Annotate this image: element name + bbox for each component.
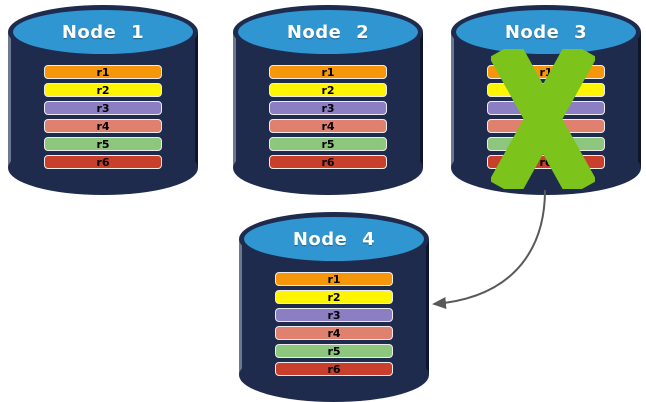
row-r5: r5 (269, 137, 387, 151)
row-r6: r6 (269, 155, 387, 169)
cylinder-top: Node 2 (233, 5, 423, 59)
row-r1: r1 (269, 65, 387, 79)
row-r3: r3 (44, 101, 162, 115)
row-stack: r1 r2 r3 r4 r5 r6 (275, 272, 393, 380)
row-label: r4 (327, 326, 341, 340)
row-r3: r3 (269, 101, 387, 115)
node-3-cylinder: Node 3 r1 r2 r3 r4 r5 r6 (451, 5, 641, 195)
row-r2: r2 (275, 290, 393, 304)
row-label: r5 (96, 137, 110, 151)
row-label: r2 (327, 290, 341, 304)
cylinder-top: Node 1 (8, 5, 198, 59)
node-label: Node 2 (286, 21, 370, 43)
row-r2: r2 (44, 83, 162, 97)
row-label: r6 (96, 155, 110, 169)
row-label: r6 (539, 155, 553, 169)
row-stack: r1 r2 r3 r4 r5 r6 (269, 65, 387, 173)
row-r4: r4 (44, 119, 162, 133)
node-label: Node 1 (61, 21, 145, 43)
row-label: r1 (321, 65, 335, 79)
failure-x-icon (491, 49, 595, 189)
cylinder-top: Node 4 (239, 212, 429, 266)
row-label: r2 (321, 83, 335, 97)
row-label: r6 (327, 362, 341, 376)
row-label: r3 (327, 308, 341, 322)
row-label: r2 (96, 83, 110, 97)
row-r4: r4 (269, 119, 387, 133)
row-label: r1 (96, 65, 110, 79)
row-label: r6 (321, 155, 335, 169)
row-r3: r3 (275, 308, 393, 322)
arrow-path (432, 189, 546, 309)
node-4-cylinder: Node 4 r1 r2 r3 r4 r5 r6 (239, 212, 429, 402)
row-label: r5 (327, 344, 341, 358)
row-label: r3 (96, 101, 110, 115)
row-r5: r5 (275, 344, 393, 358)
row-r6: r6 (275, 362, 393, 376)
row-label: r4 (96, 119, 110, 133)
row-label: r3 (321, 101, 335, 115)
row-r2: r2 (269, 83, 387, 97)
cylinder-top: Node 3 (451, 5, 641, 59)
row-label: r5 (321, 137, 335, 151)
node-1-cylinder: Node 1 r1 r2 r3 r4 r5 r6 (8, 5, 198, 195)
row-r4: r4 (275, 326, 393, 340)
row-label: r4 (321, 119, 335, 133)
node-label: Node 3 (504, 21, 588, 43)
row-r1: r1 (275, 272, 393, 286)
row-r1: r1 (44, 65, 162, 79)
row-r5: r5 (44, 137, 162, 151)
row-stack: r1 r2 r3 r4 r5 r6 (44, 65, 162, 173)
node-label: Node 4 (292, 228, 376, 250)
row-label: r1 (327, 272, 341, 286)
row-r6: r6 (44, 155, 162, 169)
row-label: r1 (539, 65, 553, 79)
node-2-cylinder: Node 2 r1 r2 r3 r4 r5 r6 (233, 5, 423, 195)
